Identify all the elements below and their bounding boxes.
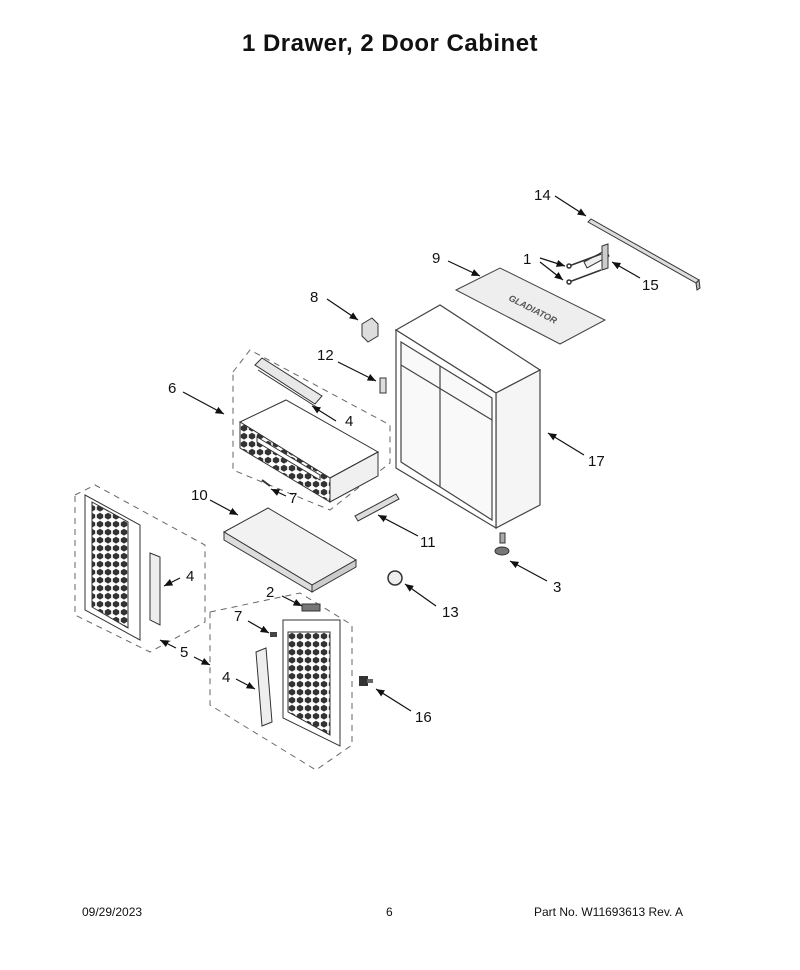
callout-11: 11 (420, 534, 436, 551)
leader-16 (375, 688, 412, 712)
callout-17: 17 (588, 453, 605, 470)
leader-14 (554, 195, 587, 217)
page-title: 1 Drawer, 2 Door Cabinet (241, 30, 539, 57)
leader-17 (547, 432, 585, 456)
callout-labels: 14 1 9 15 8 12 6 4 17 7 10 11 3 4 2 13 7… (168, 187, 659, 726)
leader-10 (209, 499, 239, 516)
leader-13 (404, 583, 437, 607)
part-10-shelf (222, 507, 357, 593)
callout-3: 3 (553, 579, 561, 596)
callout-9: 9 (432, 250, 440, 267)
leader-9 (447, 260, 481, 277)
callout-5: 5 (180, 644, 188, 661)
part-13-plug (387, 570, 403, 586)
part-4-left-door-handle (149, 552, 161, 626)
leader-8 (326, 298, 359, 321)
part-1-screws (566, 253, 602, 285)
part-14-rail (587, 218, 701, 291)
callout-12: 12 (317, 347, 334, 364)
part-5-right-door (282, 619, 341, 747)
right-door-boundary (209, 592, 353, 771)
part-3-leveling-foot (494, 532, 510, 556)
callout-10: 10 (191, 487, 208, 504)
leader-4-left (163, 577, 181, 587)
callout-4-left: 4 (186, 568, 194, 585)
leader-6 (182, 391, 225, 415)
callout-15: 15 (642, 277, 659, 294)
leader-2 (281, 595, 303, 607)
callout-2: 2 (266, 584, 274, 601)
callout-8: 8 (310, 289, 318, 306)
callout-7-drawer: 7 (289, 490, 297, 507)
leader-7-drawer (270, 488, 287, 497)
callout-6: 6 (168, 380, 176, 397)
part-5-left-door (84, 494, 141, 641)
footer-part-number: Part No. W11693613 Rev. A (534, 905, 683, 919)
callout-7-door: 7 (234, 608, 242, 625)
leader-4-right (235, 678, 256, 690)
left-door-boundary (74, 484, 206, 653)
part-8-hinge (361, 317, 379, 343)
leader-5b (193, 656, 211, 666)
callout-4-drawer: 4 (345, 413, 353, 430)
part-4-drawer-handle (254, 357, 323, 409)
drawer-assembly-boundary (232, 349, 391, 511)
leader-5a (159, 639, 177, 649)
leader-arrows (159, 195, 641, 712)
footer-page-number: 6 (386, 905, 393, 919)
leader-4-drawer (311, 405, 337, 422)
part-6-drawer (238, 399, 380, 503)
part-15-bracket (583, 243, 610, 271)
part-16-knob (359, 676, 373, 686)
leader-11 (377, 514, 419, 537)
part-17-cabinet-body (394, 304, 542, 530)
callout-14: 14 (534, 187, 551, 204)
part-7-screw-right (270, 632, 277, 637)
part-11-slide-rail (354, 493, 400, 522)
part-9-top-mat: GLADIATOR (454, 267, 607, 345)
callout-4-right: 4 (222, 669, 230, 686)
leader-12 (337, 361, 377, 382)
leader-7-door (247, 620, 270, 634)
part-4-right-door-handle (255, 647, 273, 727)
part-12-latch (379, 377, 387, 394)
leader-1a (539, 257, 566, 267)
footer-date: 09/29/2023 (82, 905, 143, 919)
part-2-label-plate (301, 603, 321, 612)
leader-1b (539, 261, 564, 281)
callout-16: 16 (415, 709, 432, 726)
leader-3 (509, 560, 548, 582)
part-7-screw (261, 479, 271, 487)
callout-1: 1 (523, 251, 531, 268)
callout-13: 13 (442, 604, 459, 621)
leader-15 (611, 261, 641, 279)
